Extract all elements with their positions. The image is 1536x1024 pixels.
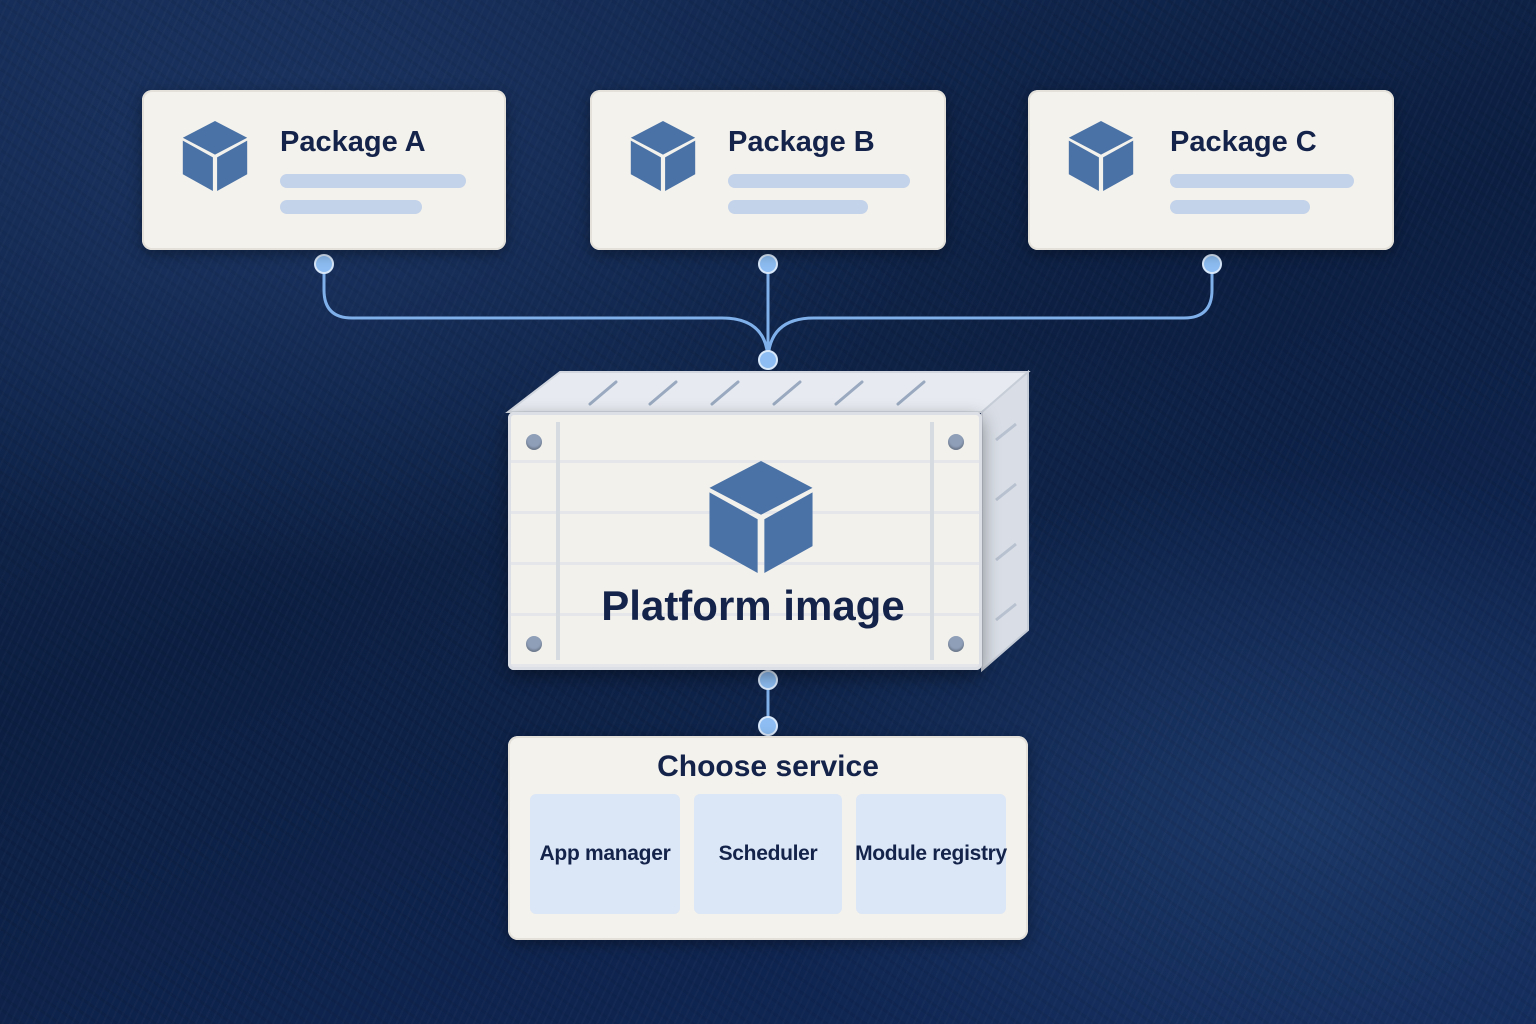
package-card-b[interactable]: Package B	[590, 90, 946, 250]
choose-service-title: Choose service	[657, 750, 879, 783]
cube-icon	[182, 121, 248, 191]
placeholder-line	[280, 200, 422, 214]
package-title: Package A	[280, 126, 426, 158]
connector-node-platform-bottom	[758, 670, 778, 690]
connector-node-platform-top	[758, 350, 778, 370]
placeholder-line	[280, 174, 466, 188]
platform-image-title: Platform image	[601, 582, 905, 629]
crate-lid	[505, 369, 1031, 673]
connector-node-c	[1202, 254, 1222, 274]
crate-bolt	[526, 434, 542, 450]
service-option-module-registry[interactable]: Module registry	[855, 794, 1007, 914]
connector-node-b	[758, 254, 778, 274]
choose-service-panel: Choose service App manager Scheduler Mod…	[508, 736, 1028, 940]
crate-bolt	[948, 636, 964, 652]
platform-image-crate[interactable]: Platform image	[508, 412, 982, 670]
service-option-app-manager[interactable]: App manager	[530, 794, 680, 914]
placeholder-line	[1170, 200, 1310, 214]
placeholder-line	[1170, 174, 1354, 188]
package-card-a[interactable]: Package A	[142, 90, 506, 250]
crate-frame	[556, 422, 934, 660]
placeholder-line	[728, 200, 868, 214]
cube-icon	[1068, 121, 1134, 191]
placeholder-line	[728, 174, 910, 188]
service-option-scheduler[interactable]: Scheduler	[694, 794, 842, 914]
package-card-c[interactable]: Package C	[1028, 90, 1394, 250]
crate-bolt	[948, 434, 964, 450]
connector-package-c	[766, 262, 1214, 364]
connector-package-a	[322, 262, 770, 364]
package-title: Package B	[728, 126, 875, 158]
package-title: Package C	[1170, 126, 1317, 158]
cube-icon	[630, 121, 696, 191]
crate-bolt	[526, 636, 542, 652]
connector-node-service-top	[758, 716, 778, 736]
connector-node-a	[314, 254, 334, 274]
cube-icon	[709, 461, 813, 573]
